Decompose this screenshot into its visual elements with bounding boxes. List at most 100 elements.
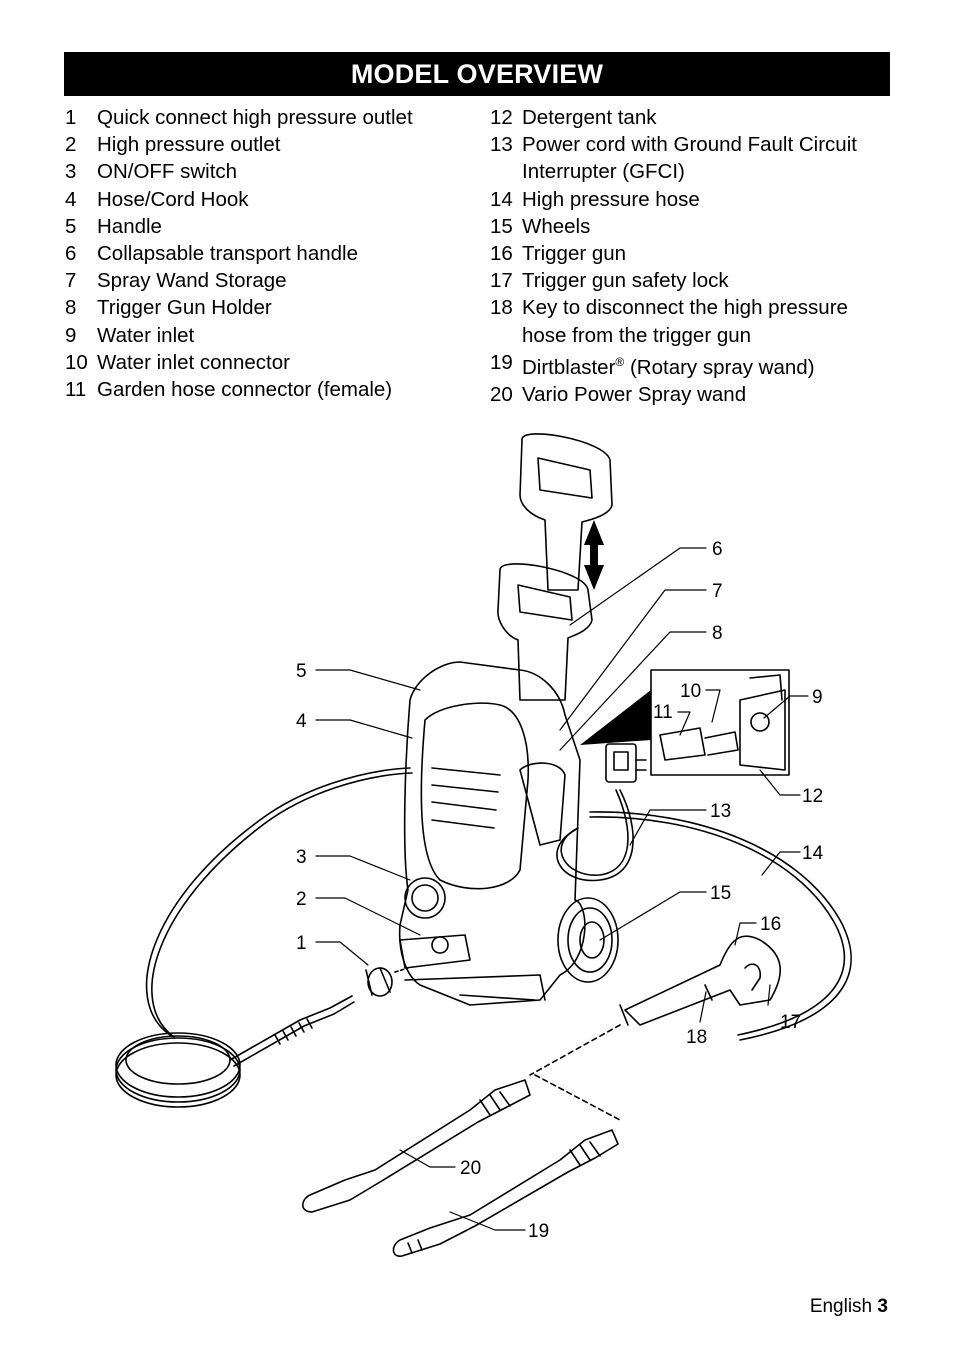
item-number: 13 — [490, 133, 513, 157]
list-item: 5 Handle — [65, 213, 485, 240]
item-label-name: Dirtblaster — [522, 355, 616, 379]
trigger-gun — [619, 935, 782, 1026]
item-number: 19 — [490, 350, 513, 374]
hose-end-fitting — [229, 995, 355, 1067]
item-label: Garden hose connector (female) — [97, 378, 393, 402]
high-pressure-hose — [589, 811, 852, 1041]
list-item: 11 Garden hose connector (female) — [65, 376, 485, 403]
item-number: 4 — [65, 187, 77, 211]
callout-number: 13 — [710, 801, 731, 822]
inset-detail — [580, 669, 790, 776]
callout-number: 14 — [802, 843, 824, 864]
list-item: 6 Collapsable transport handle — [65, 240, 485, 267]
page-footer: English 3 — [810, 1296, 888, 1318]
callout-number: 5 — [296, 661, 307, 682]
item-label: Dirtblaster® (Rotary spray wand) — [522, 349, 900, 381]
item-number: 3 — [65, 160, 77, 184]
item-label: High pressure outlet — [97, 133, 281, 157]
callout-numbers: 5 4 3 2 1 6 7 8 9 10 11 12 13 14 15 16 1… — [296, 539, 824, 1242]
item-number: 18 — [490, 296, 513, 320]
list-item: 8 Trigger Gun Holder — [65, 294, 485, 321]
dirtblaster-wand — [392, 1129, 619, 1257]
page-title: MODEL OVERVIEW — [64, 52, 890, 96]
item-label: Trigger Gun Holder — [97, 296, 272, 320]
item-label: Quick connect high pressure outlet — [97, 106, 413, 129]
callout-leaders — [315, 547, 809, 1231]
registered-mark: ® — [615, 354, 625, 369]
item-label: Trigger gun — [522, 242, 627, 266]
list-item: 17 Trigger gun safety lock — [490, 267, 900, 294]
connection-dashes — [529, 1024, 621, 1121]
list-item: 3 ON/OFF switch — [65, 158, 485, 185]
item-label-rest: (Rotary spray wand) — [624, 355, 815, 379]
item-label: Hose/Cord Hook — [97, 187, 249, 211]
item-number: 17 — [490, 269, 513, 293]
parts-list-left: 1 Quick connect high pressure outlet 2 Hig… — [65, 104, 485, 403]
callout-number: 3 — [296, 847, 307, 868]
list-item: 19 Dirtblaster® (Rotary spray wand) — [490, 349, 900, 381]
item-number: 15 — [490, 214, 513, 238]
vario-spray-wand — [301, 1079, 531, 1213]
list-item: 7 Spray Wand Storage — [65, 267, 485, 294]
item-label: Water inlet connector — [97, 350, 290, 374]
pressure-washer-illustration: 5 4 3 2 1 6 7 8 9 10 11 12 13 14 15 16 1… — [0, 400, 954, 1280]
item-label: ON/OFF switch — [97, 160, 238, 184]
item-label: Wheels — [522, 214, 591, 238]
list-item: 12 Detergent tank — [490, 104, 900, 131]
transport-handle — [497, 433, 613, 701]
callout-number: 4 — [296, 711, 307, 732]
item-number: 8 — [65, 296, 77, 320]
list-item: 9 Water inlet — [65, 322, 485, 349]
item-label: Handle — [97, 214, 162, 238]
wheel — [557, 897, 619, 983]
callout-number: 18 — [686, 1027, 707, 1048]
list-item: 20 Vario Power Spray wand — [490, 381, 900, 408]
callout-number: 12 — [802, 786, 823, 807]
list-item: 1 Quick connect high pressure outlet — [65, 104, 485, 131]
item-label: Trigger gun safety lock — [522, 269, 729, 293]
item-number: 10 — [65, 350, 88, 374]
callout-number: 20 — [460, 1158, 481, 1179]
item-label-line1: Power cord with Ground Fault Circuit — [522, 133, 857, 157]
list-item: 4 Hose/Cord Hook — [65, 186, 485, 213]
item-label: Key to disconnect the high pressure hose … — [522, 294, 900, 348]
item-label: Detergent tank — [522, 106, 657, 129]
item-label-line1: Key to disconnect the high pressure — [522, 296, 848, 320]
item-number: 5 — [65, 214, 77, 238]
item-number: 6 — [65, 242, 77, 266]
callout-number: 10 — [680, 681, 701, 702]
item-label-line2: hose from the trigger gun — [522, 323, 752, 347]
item-number: 1 — [65, 106, 77, 129]
item-number: 14 — [490, 187, 513, 211]
item-label: Vario Power Spray wand — [522, 382, 747, 406]
item-number: 7 — [65, 269, 77, 293]
callout-number: 19 — [528, 1221, 549, 1242]
item-number: 16 — [490, 242, 513, 266]
item-number: 9 — [65, 323, 77, 347]
power-cord — [556, 743, 647, 882]
item-label-line2: Interrupter (GFCI) — [522, 160, 685, 184]
parts-list-right: 12 Detergent tank 13 Power cord with Groun… — [490, 104, 900, 408]
quick-connect-fitting — [365, 967, 409, 997]
item-label: Spray Wand Storage — [97, 269, 287, 293]
item-label: High pressure hose — [522, 187, 700, 211]
item-label: Collapsable transport handle — [97, 242, 358, 266]
callout-number: 17 — [780, 1012, 801, 1033]
list-item: 18 Key to disconnect the high pressure hos… — [490, 294, 900, 348]
hose-coil — [115, 767, 413, 1108]
item-label: Water inlet — [97, 323, 195, 347]
item-number: 2 — [65, 133, 77, 157]
callout-number: 2 — [296, 889, 307, 910]
list-item: 14 High pressure hose — [490, 186, 900, 213]
callout-number: 6 — [712, 539, 723, 560]
item-number: 20 — [490, 382, 513, 406]
callout-number: 11 — [653, 702, 673, 723]
item-number: 12 — [490, 106, 513, 129]
callout-number: 1 — [296, 933, 307, 954]
callout-number: 16 — [760, 914, 781, 935]
callout-number: 9 — [812, 687, 823, 708]
callout-number: 15 — [710, 883, 731, 904]
item-number: 11 — [65, 378, 87, 402]
